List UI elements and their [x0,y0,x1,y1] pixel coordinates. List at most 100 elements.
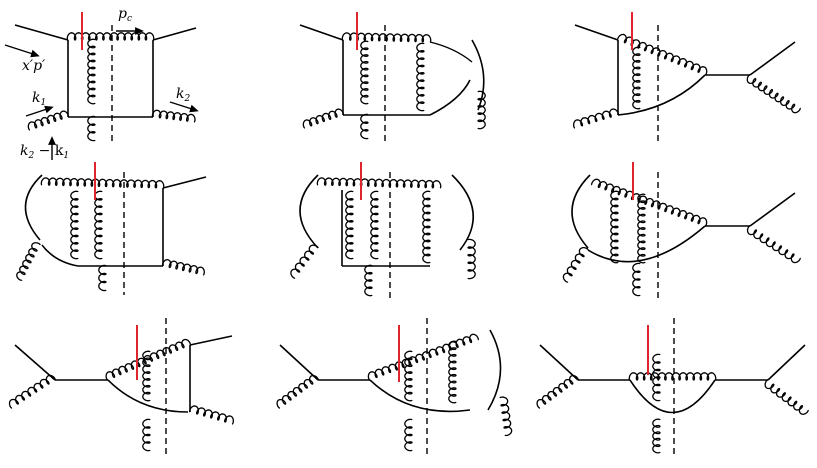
gluon-curl [628,372,717,381]
panel-3 [572,12,801,142]
gluon-curl [316,177,442,189]
gluon-top [40,177,165,189]
gluon-curl [189,405,235,425]
gluon-vertical-1 [360,40,369,105]
gluon-right [499,396,513,437]
label-pc: pc [118,6,132,24]
gluon-curl [404,350,413,402]
gluon-vertical [87,38,96,105]
gluon-curl [477,90,486,130]
gluon-curl [416,42,425,112]
incoming-quark [14,344,56,381]
gluon-left [16,242,41,281]
gluon-top-arc [367,333,479,381]
gluon-out [746,74,801,114]
gluon-top [316,177,442,189]
gluon-vertical-2 [416,42,425,112]
gluon-top-arc [591,178,708,227]
gluon-curl [16,242,41,281]
gluon-vertical-2 [637,193,646,264]
gluon-left [290,244,319,279]
loop-bottom [617,74,706,116]
loop-bottom [587,225,706,263]
gluon-k1 [27,110,70,131]
panel-5 [290,162,476,300]
gluon-top-arc [105,338,191,381]
gluon-vertical-2 [94,190,103,260]
gluon-transfer [364,264,373,297]
gluon-curl [746,225,801,264]
gluon-curl [610,190,619,264]
gluon-in [572,108,619,129]
gluon-right [467,238,476,280]
gluon-curl [94,190,103,260]
loop-bottom [107,379,189,413]
outgoing-quark [749,192,796,227]
gluon-curl [151,109,196,123]
outgoing-quark [767,344,806,381]
gluon-in [8,374,56,409]
gluon-curl [637,193,646,264]
gluon-vertical-1 [70,190,79,260]
gluon-left [562,247,589,283]
incoming-quark [14,24,69,41]
outgoing-quark [162,176,207,189]
panel-9 [536,318,809,455]
incoming-quark [279,344,319,381]
gluon-transfer [652,418,661,454]
incoming-arc [299,174,319,249]
label-transfer: k2 − k1 [20,143,69,161]
gluon-curl [161,259,205,276]
gluon-top-arc [628,372,717,381]
gluon-curl [632,46,641,110]
gluon-curl [572,108,619,129]
gluon-curl [562,247,589,283]
gluon-curl [276,374,319,409]
gluon-transfer [632,262,641,297]
gluon-curl [27,110,70,131]
gluon-top [66,32,155,41]
gluon-transfer [404,418,413,452]
label-xp: x′p′ [22,58,46,74]
incoming-arc [24,174,43,241]
gluon-vertical [632,46,641,110]
panel-7 [8,318,235,455]
gluon-curl [764,379,809,415]
gluon-curl [142,418,151,452]
incoming-quark [574,24,619,41]
outgoing-quark-arc [429,79,471,116]
gluon-curl [536,374,579,409]
gluon-curl [591,178,708,227]
gluon-right [477,90,486,130]
gluon-curl [652,353,661,402]
gluon-curl [142,350,151,402]
gluon-curl [364,264,373,297]
gluon-vertical [142,350,151,402]
gluon-curl [360,40,369,105]
outgoing-arc [451,174,474,251]
gluon-curl [370,190,379,260]
incoming-quark [299,24,344,41]
gluon-in [536,374,579,409]
gluon-curl [360,113,369,140]
loop-left [41,244,79,267]
gluon-top [341,32,432,43]
gluon-out [764,379,809,415]
gluon-vertical [652,353,661,402]
gluon-left [302,108,345,129]
gluon-curl [8,374,56,409]
momentum-arrow-k2 [169,101,199,113]
gluon-vertical-1 [345,190,354,260]
label-k2: k2 [176,86,190,104]
gluon-transfer [360,113,369,140]
gluon-vertical-3 [422,190,431,264]
loop-bottom [369,379,471,413]
gluon-curl [448,340,457,404]
gluon-curl [467,238,476,280]
gluon-vertical-2 [370,190,379,260]
gluon-curl [632,262,641,297]
gluon-right [189,405,235,425]
gluon-curl [40,177,165,189]
panel-8 [276,318,513,455]
